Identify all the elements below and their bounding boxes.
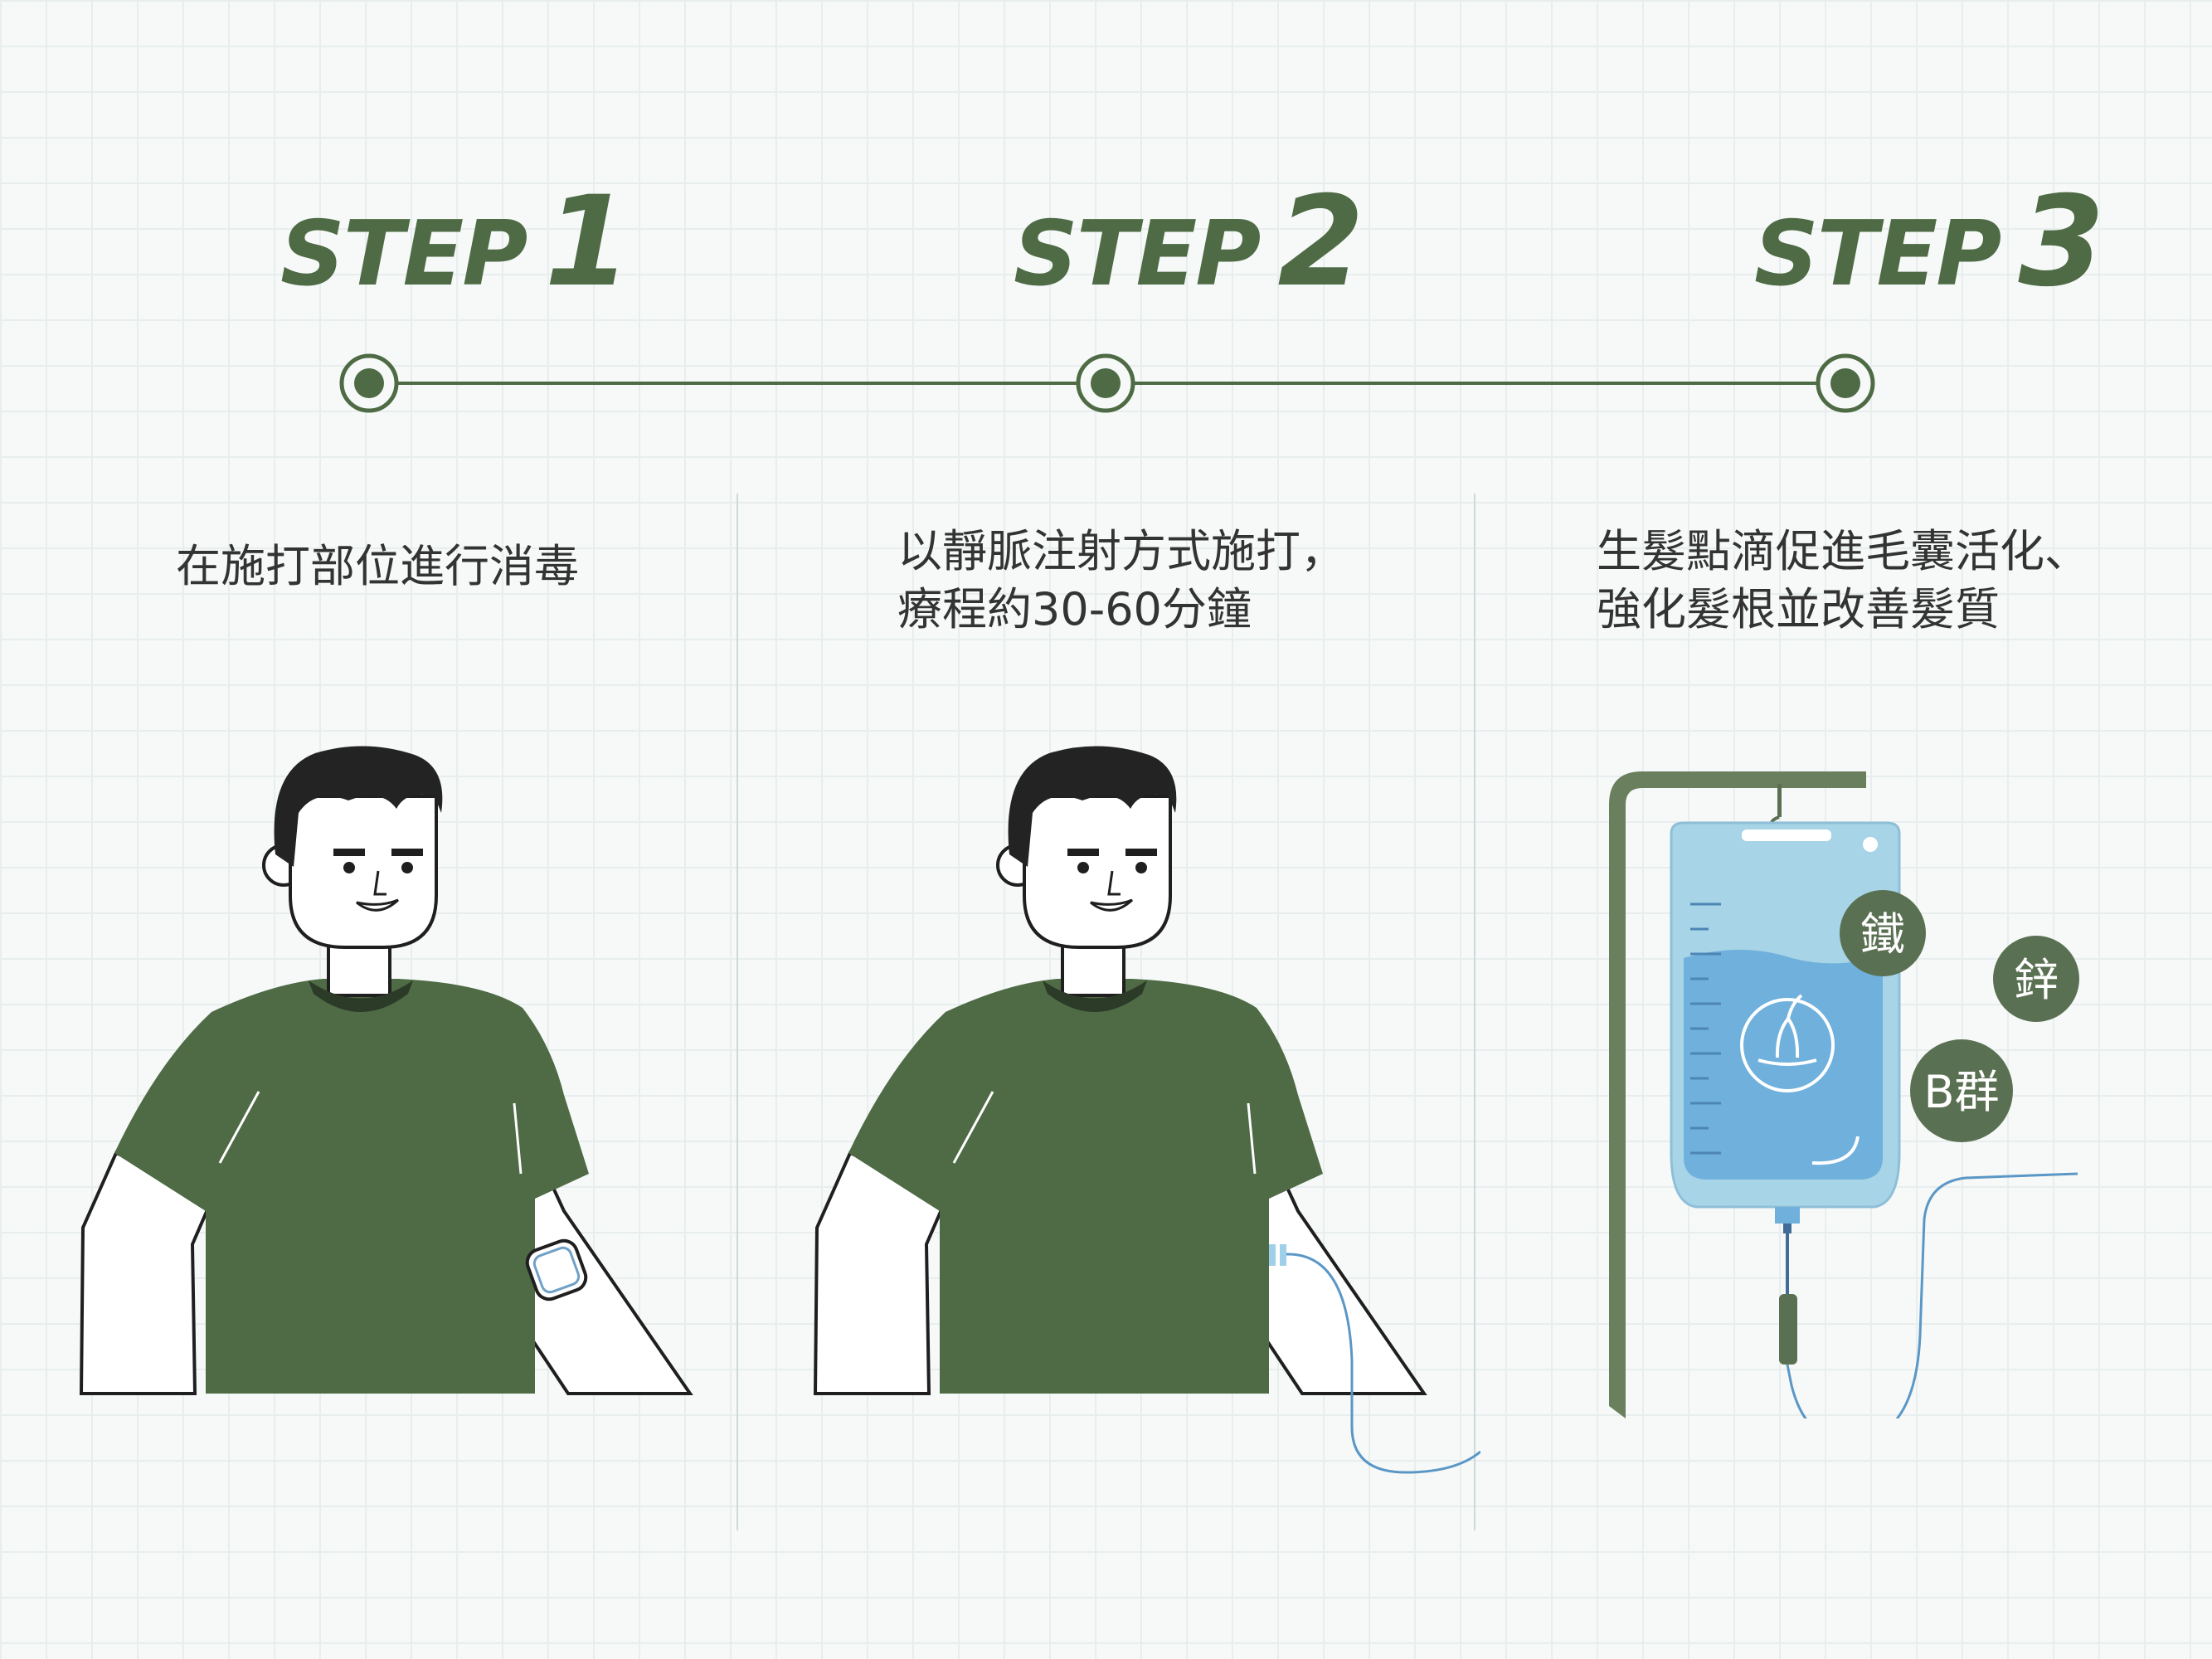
svg-text:B群: B群 (1923, 1066, 1999, 1118)
svg-text:鐵: 鐵 (1860, 908, 1905, 961)
step-3-heading: STEP 3 (1754, 170, 2105, 314)
nutrient-badges: 鐵 鋅 B群 (1840, 890, 2079, 1142)
step-2-description: 以靜脈注射方式施打， 療程約30-60分鐘 (897, 525, 1345, 635)
person-iv-catheter-in-arm-icon (813, 746, 1480, 1474)
step-3-word: STEP (1754, 202, 2001, 306)
column-divider-2 (1474, 494, 1475, 1530)
step-2-number: 2 (1277, 170, 1364, 314)
nutrient-badge-zinc: 鋅 (1993, 936, 2079, 1022)
column-divider-1 (737, 494, 738, 1530)
step-1-word: STEP (280, 202, 527, 306)
step-1-heading: STEP 1 (280, 170, 631, 314)
step-3-number: 3 (2018, 170, 2105, 314)
timeline-node-1 (339, 353, 399, 413)
svg-text:鋅: 鋅 (2014, 954, 2059, 1006)
step-1-description: 在施打部位進行消毒 (176, 540, 579, 592)
step-2-word: STEP (1014, 202, 1261, 306)
step-2-heading: STEP 2 (1014, 170, 1364, 314)
timeline-node-3 (1816, 353, 1875, 413)
person-alcohol-swab-on-arm-icon (79, 746, 693, 1395)
step-1-number: 1 (544, 170, 631, 314)
step-3-description: 生髮點滴促進毛囊活化、 強化髮根並改善髮質 (1597, 525, 2089, 635)
timeline-node-2 (1076, 353, 1135, 413)
nutrient-badge-vitamin-b: B群 (1910, 1039, 2013, 1142)
nutrient-badge-iron: 鐵 (1840, 890, 1926, 976)
